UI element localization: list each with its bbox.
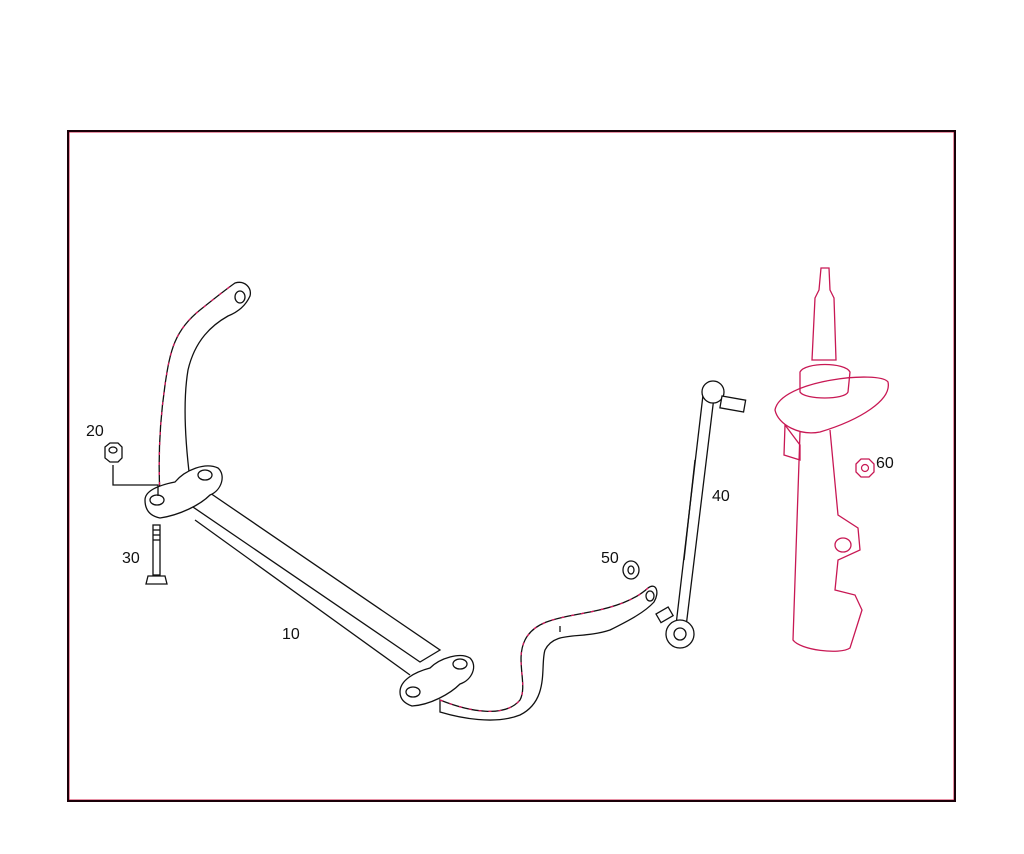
- callout-60: 60: [876, 455, 894, 472]
- stabilizer-link-40[interactable]: [655, 380, 747, 649]
- callout-40: 40: [712, 488, 730, 505]
- callout-50: 50: [601, 550, 619, 567]
- diagram-frame: [67, 130, 956, 802]
- nut-60[interactable]: [855, 458, 875, 478]
- bolt-30[interactable]: [145, 524, 168, 585]
- washer-50[interactable]: [622, 560, 640, 580]
- callout-20: 20: [86, 423, 104, 440]
- strut-assembly[interactable]: [774, 267, 889, 652]
- callout-30: 30: [122, 550, 140, 567]
- callout-10: 10: [282, 626, 300, 643]
- nut-20[interactable]: [104, 442, 159, 496]
- stabilizer-bar[interactable]: [144, 281, 658, 721]
